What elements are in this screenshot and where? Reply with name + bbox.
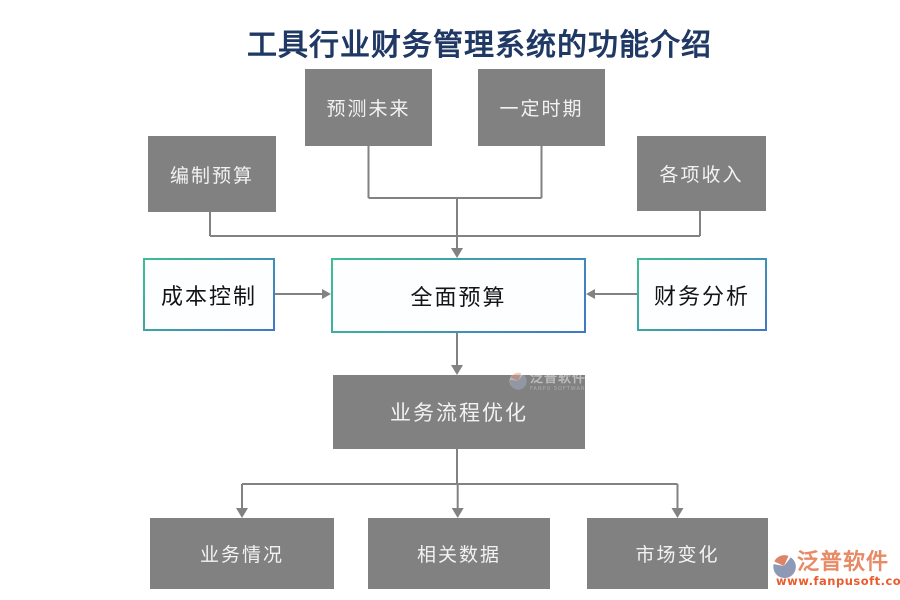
node-certain-period: 一定时期	[478, 69, 605, 146]
node-process-optimization: 业务流程优化	[333, 375, 585, 449]
node-label: 相关数据	[416, 544, 501, 566]
node-full-budget: 全面预算	[331, 258, 586, 333]
node-related-data: 相关数据	[368, 518, 550, 589]
watermark-url: www.fanpusoft.com	[776, 574, 900, 588]
node-label: 财务分析	[653, 284, 750, 310]
page-title: 工具行业财务管理系统的功能介绍	[247, 28, 712, 63]
node-income-items: 各项收入	[637, 136, 766, 211]
fanpu-logo-icon	[772, 554, 796, 579]
node-forecast-future: 预测未来	[305, 69, 432, 146]
node-label: 业务情况	[199, 544, 284, 566]
node-business-status: 业务情况	[150, 518, 334, 589]
node-label: 市场变化	[635, 544, 720, 566]
node-market-change: 市场变化	[587, 518, 768, 589]
node-label: 业务流程优化	[390, 401, 528, 425]
node-label: 预测未来	[326, 98, 411, 120]
node-financial-analysis: 财务分析	[637, 258, 767, 331]
node-cost-control: 成本控制	[143, 258, 275, 331]
node-label: 全面预算	[410, 285, 507, 311]
node-label: 成本控制	[160, 284, 257, 310]
node-label: 一定时期	[499, 98, 584, 120]
node-label: 各项收入	[659, 164, 744, 186]
node-label: 编制预算	[169, 164, 254, 187]
node-budget-preparation: 编制预算	[148, 136, 276, 212]
watermark-brand: 泛普软件	[797, 549, 890, 575]
